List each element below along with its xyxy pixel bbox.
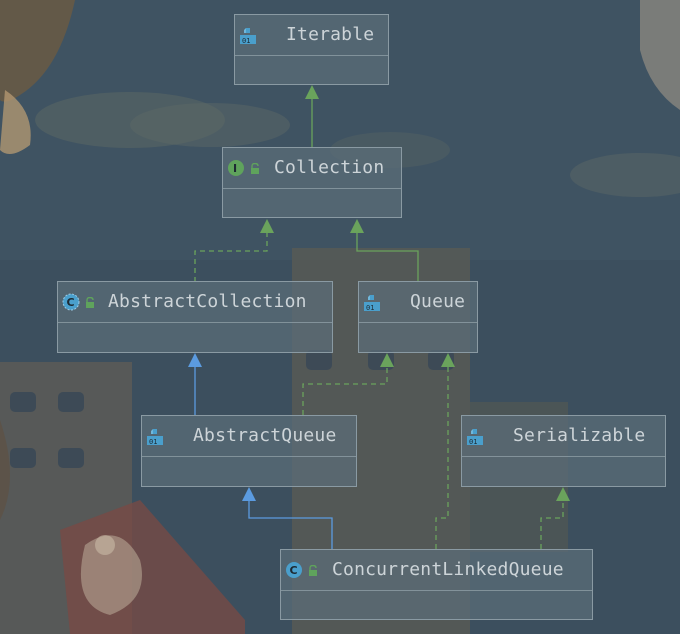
node-abstract-queue[interactable]: 01 AbstractQueue (141, 415, 357, 487)
node-header: C AbstractCollection (58, 282, 332, 323)
node-iterable[interactable]: 01 Iterable (234, 14, 389, 85)
node-concurrent-linked-queue[interactable]: C ConcurrentLinkedQueue (280, 549, 593, 620)
interface-icon: 01 (364, 295, 380, 312)
node-collection[interactable]: I Collection (222, 147, 402, 218)
node-header: 01 AbstractQueue (142, 416, 356, 457)
node-name: ConcurrentLinkedQueue (332, 559, 564, 580)
svg-text:01: 01 (242, 37, 250, 45)
node-header: C ConcurrentLinkedQueue (281, 550, 592, 591)
node-header: I Collection (223, 148, 401, 189)
svg-text:01: 01 (366, 304, 374, 312)
svg-text:01: 01 (149, 438, 157, 446)
node-header: 01 Iterable (235, 15, 388, 56)
node-queue[interactable]: 01 Queue (358, 281, 478, 353)
node-name: Collection (274, 157, 385, 178)
node-name: AbstractQueue (193, 425, 337, 446)
interface-icon: 01 (240, 28, 256, 45)
node-name: Serializable (513, 425, 646, 446)
svg-text:C: C (67, 296, 75, 309)
node-abstract-collection[interactable]: C AbstractCollection (57, 281, 333, 353)
node-name: AbstractCollection (108, 291, 307, 312)
lock-icon (309, 565, 317, 576)
svg-text:01: 01 (469, 438, 477, 446)
node-serializable[interactable]: 01 Serializable (461, 415, 666, 487)
node-header: 01 Serializable (462, 416, 665, 457)
node-header: 01 Queue (359, 282, 477, 323)
lock-icon (86, 297, 94, 308)
svg-text:C: C (290, 564, 298, 577)
interface-i-badge-icon: I (228, 160, 244, 176)
node-name: Iterable (286, 24, 375, 45)
abstract-class-icon: C (62, 293, 80, 311)
class-icon: C (286, 562, 302, 578)
interface-icon: 01 (467, 429, 483, 446)
interface-icon: 01 (147, 429, 163, 446)
svg-text:I: I (233, 162, 237, 175)
node-name: Queue (410, 291, 466, 312)
lock-icon (251, 163, 259, 174)
